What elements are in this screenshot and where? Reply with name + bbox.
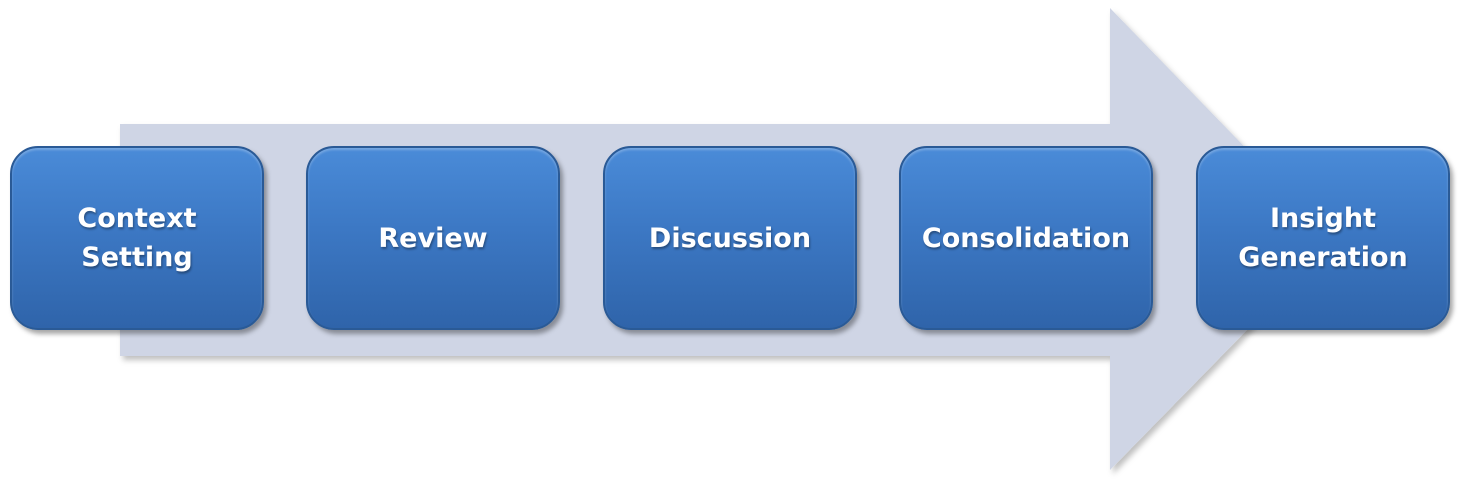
step-label: Insight Generation — [1238, 203, 1408, 273]
step-review: Review — [306, 146, 560, 330]
step-discussion: Discussion — [603, 146, 857, 330]
step-label: Review — [378, 222, 488, 254]
step-consolidation: Consolidation — [899, 146, 1153, 330]
step-label: Context Setting — [77, 203, 197, 273]
step-label: Consolidation — [921, 222, 1131, 254]
step-context-setting: Context Setting — [10, 146, 264, 330]
step-insight-generation: Insight Generation — [1196, 146, 1450, 330]
step-label: Discussion — [648, 222, 812, 254]
